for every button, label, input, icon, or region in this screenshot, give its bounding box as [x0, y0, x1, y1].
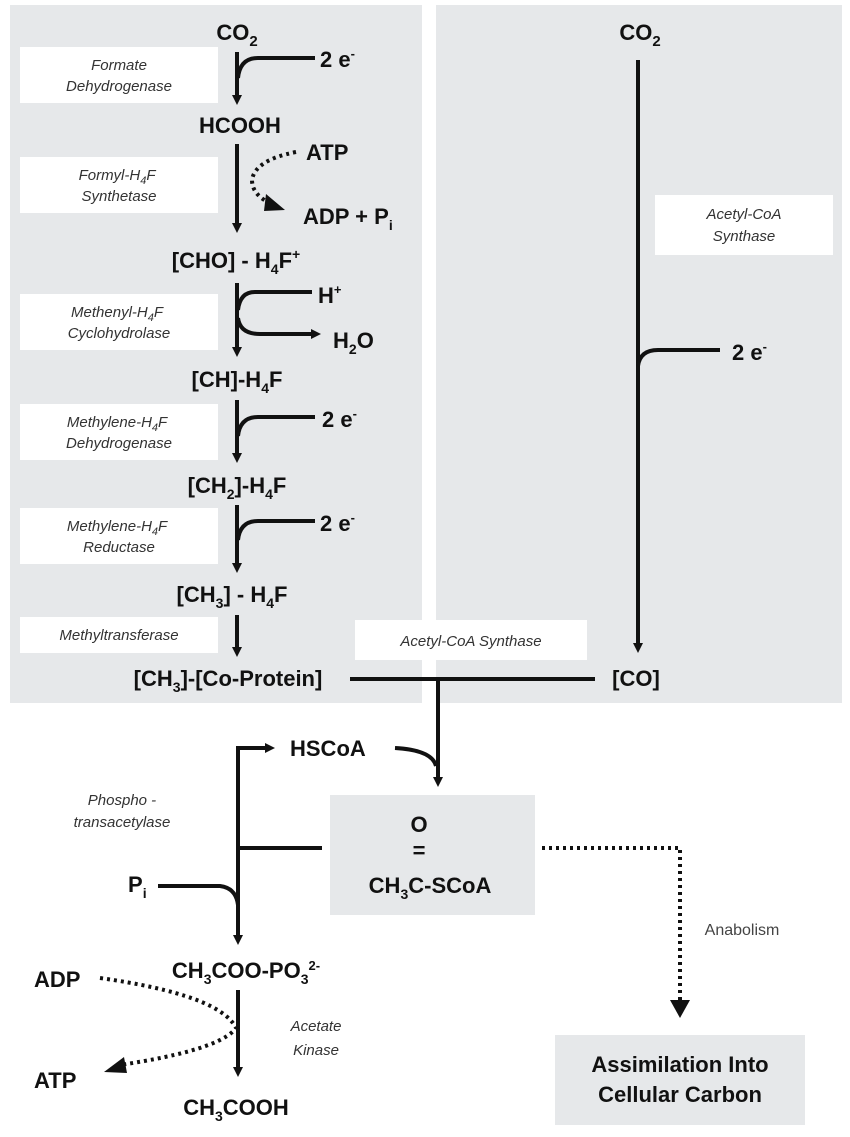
species-formyl-h4f: [CHO] - H4F+: [172, 246, 300, 277]
electrons-in-curve-3: [236, 519, 315, 541]
adp-pi-label: ADP + Pi: [303, 204, 393, 233]
atp-to-adp-dotted-curve: [249, 150, 297, 207]
enzyme-box-formyl-synthetase: [20, 157, 218, 213]
hscoa-release-curve: [394, 746, 438, 767]
assimilation-box: [555, 1035, 805, 1125]
species-atp: ATP: [34, 1068, 76, 1093]
species-co: [CO]: [612, 666, 660, 691]
electrons-label-1: 2 e-: [320, 46, 355, 72]
enzyme-box-methylene-dh: [20, 404, 218, 460]
species-pi: Pi: [128, 872, 147, 901]
species-adp: ADP: [34, 967, 80, 992]
species-hscoa: HSCoA: [290, 736, 366, 761]
enzyme-box-acetyl-coa-synthase-right: [655, 195, 833, 255]
enzyme-box-methyltransferase: [20, 617, 218, 653]
anabolism-label: Anabolism: [705, 922, 780, 939]
enzyme-box-cyclohydrolase: [20, 294, 218, 350]
electrons-label-2: 2 e-: [322, 406, 357, 432]
h2o-out-curve: [236, 317, 321, 339]
atp-arrowhead: [264, 194, 285, 211]
species-acetate: CH3COOH: [183, 1095, 289, 1124]
species-methenyl-h4f: [CH]-H4F: [192, 367, 283, 396]
electrons-label-right: 2 e-: [732, 339, 767, 365]
species-co2-right: CO2: [619, 20, 660, 50]
h2o-label: H2O: [333, 328, 374, 357]
electrons-in-curve-2: [236, 415, 315, 437]
enzyme-methenyl-h4f-cyclohydrolase: Methenyl-H4F Cyclohydrolase: [68, 304, 171, 342]
species-formate: HCOOH: [199, 113, 281, 138]
enzyme-box-methylene-reductase: [20, 508, 218, 564]
species-methyl-h4f: [CH3] - H4F: [177, 582, 288, 611]
enzyme-formyl-h4f-synthetase: Formyl-H4F Synthetase: [79, 167, 160, 205]
acetyl-coa-double-bond: =: [413, 838, 426, 863]
species-acetyl-phosphate: CH3COO-PO32-: [172, 958, 320, 987]
enzyme-box-formate-dh: [20, 47, 218, 103]
species-acetyl-coa: CH3C-SCoA: [369, 873, 492, 902]
acetyl-coa-box: [330, 795, 535, 915]
acetyl-coa-oxygen: O: [410, 812, 427, 837]
electrons-label-3: 2 e-: [320, 510, 355, 536]
methyl-branch-panel: [10, 5, 422, 703]
enzyme-box-acetyl-coa-synthase: [355, 620, 587, 660]
anabolism-arrowhead: [670, 1000, 690, 1018]
electrons-in-curve-1: [236, 56, 315, 79]
species-methyl-co-protein: [CH3]-[Co-Protein]: [134, 666, 323, 695]
atp-out-arrowhead: [104, 1057, 127, 1073]
h-plus-in-curve: [236, 290, 312, 311]
enzyme-phosphotransacetylase: Phospho -transacetylase: [74, 792, 171, 831]
species-methylene-h4f: [CH2]-H4F: [188, 473, 287, 502]
electrons-in-curve-right: [636, 348, 720, 367]
pi-in-curve: [158, 884, 240, 906]
hscoa-recycle-path: [236, 743, 275, 848]
species-co2-left: CO2: [216, 20, 257, 50]
anabolism-dotted-path: [542, 846, 682, 1002]
enzyme-methyltransferase: Methyltransferase: [59, 627, 178, 644]
enzyme-methylene-h4f-dehydrogenase: Methylene-H4F Dehydrogenase: [66, 414, 172, 452]
enzyme-acetyl-coa-synthase: Acetyl-CoA Synthase: [399, 633, 541, 650]
atp-label-1: ATP: [306, 140, 348, 165]
adp-to-atp-dotted-curve: [99, 976, 239, 1067]
h-plus-label: H+: [318, 282, 342, 308]
enzyme-methylene-h4f-reductase: Methylene-H4F Reductase: [67, 518, 171, 556]
